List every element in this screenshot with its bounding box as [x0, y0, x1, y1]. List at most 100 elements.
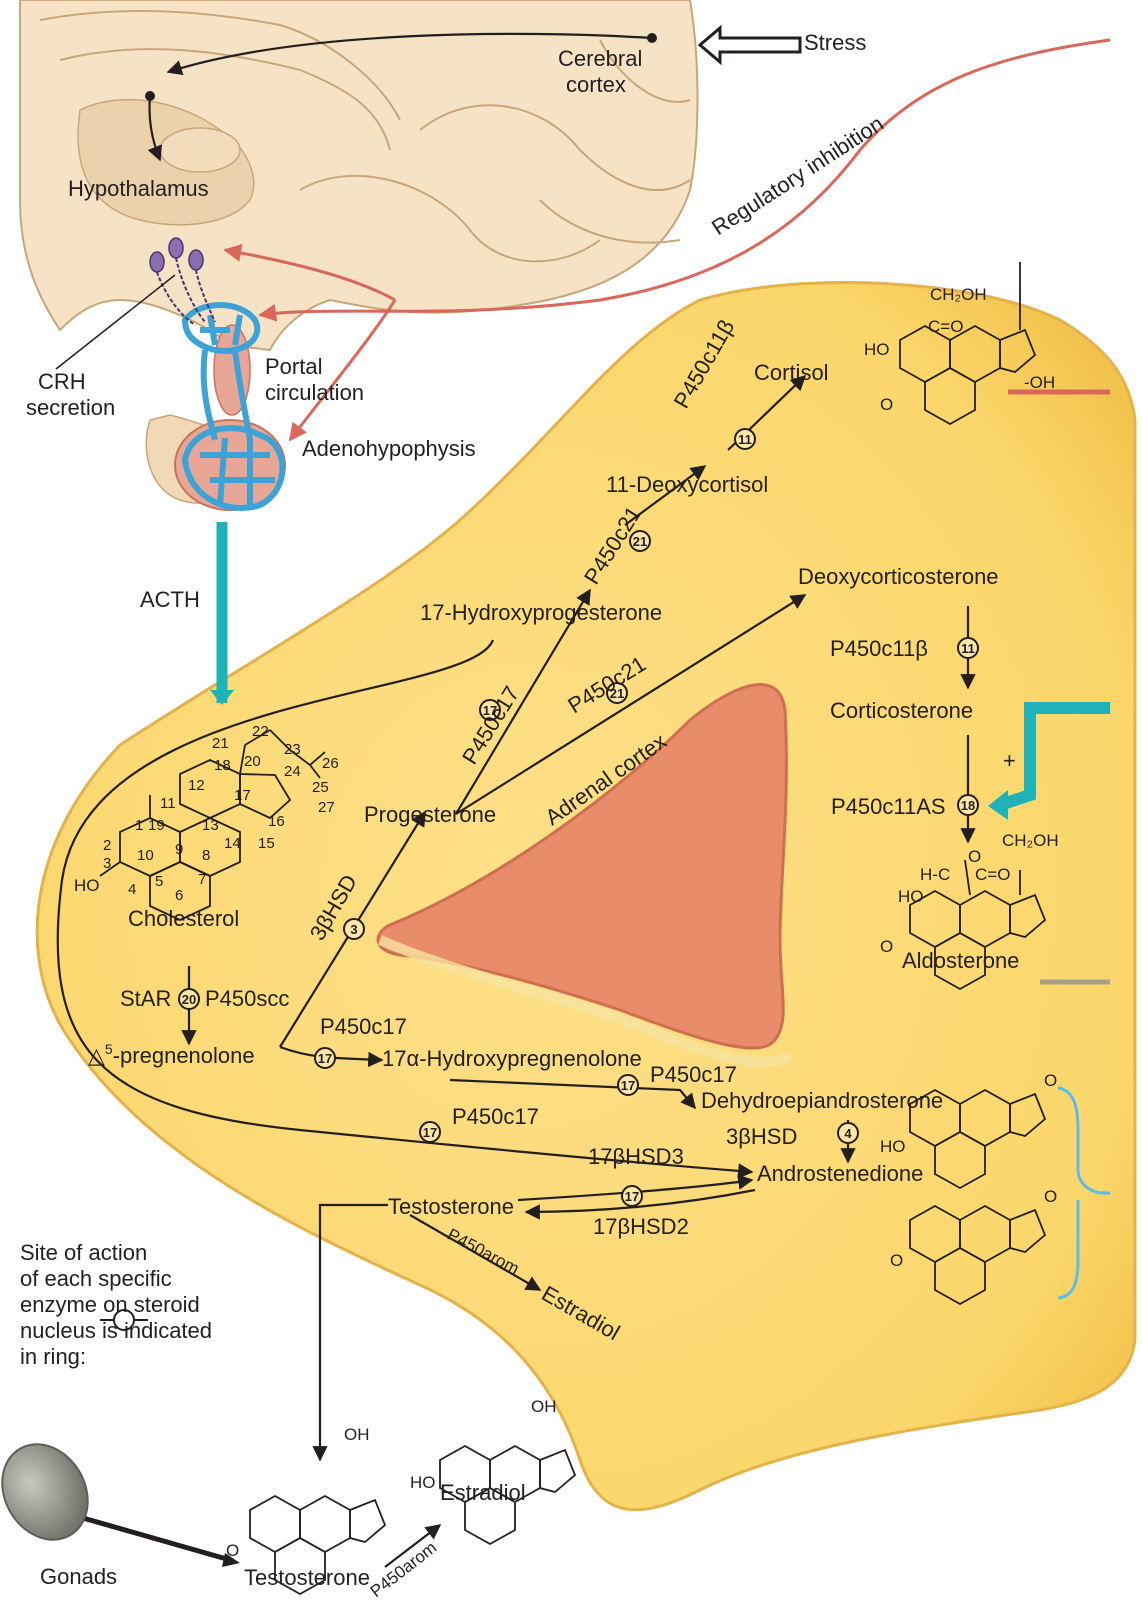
svg-text:17: 17 — [423, 1125, 437, 1140]
hypothalamus-label: Hypothalamus — [68, 176, 209, 201]
svg-text:O: O — [1044, 1071, 1057, 1090]
deoxycortisol-label: 11-Deoxycortisol — [606, 472, 768, 497]
ring-11-b: 11 — [958, 638, 978, 658]
svg-text:CH₂OH: CH₂OH — [930, 285, 987, 304]
regulatory-inhibition-label: Regulatory inhibition — [707, 111, 888, 241]
svg-text:CH₂OH: CH₂OH — [1002, 831, 1059, 850]
gonads-label: Gonads — [40, 1564, 117, 1589]
svg-text:C=O: C=O — [928, 317, 963, 336]
cortisol-label: Cortisol — [754, 360, 829, 385]
svg-text:16: 16 — [268, 813, 285, 830]
ring-20: 20 — [179, 989, 199, 1009]
svg-text:10: 10 — [137, 847, 154, 864]
svg-text:22: 22 — [252, 723, 269, 740]
legend-line-2: of each specific — [20, 1266, 172, 1291]
svg-text:17: 17 — [318, 1051, 332, 1066]
svg-text:2: 2 — [103, 837, 111, 854]
dhea-label: Dehydroepiandrosterone — [701, 1088, 943, 1113]
svg-text:4: 4 — [128, 881, 136, 898]
svg-text:12: 12 — [188, 777, 205, 794]
svg-text:24: 24 — [284, 763, 301, 780]
svg-text:20: 20 — [244, 753, 261, 770]
svg-text:7: 7 — [198, 871, 206, 888]
svg-text:25: 25 — [312, 779, 329, 796]
svg-text:C=O: C=O — [975, 865, 1010, 884]
svg-text:17: 17 — [625, 1189, 639, 1204]
androstenedione-label: Androstenedione — [757, 1161, 923, 1186]
svg-text:HO: HO — [74, 876, 100, 895]
svg-text:6: 6 — [175, 887, 183, 904]
svg-text:OH: OH — [531, 1397, 557, 1416]
svg-text:O: O — [226, 1541, 239, 1560]
ring-17-d: 17 — [420, 1122, 440, 1142]
p450c11as-label: P450c11AS — [831, 794, 946, 819]
svg-text:20: 20 — [182, 992, 196, 1007]
svg-text:18: 18 — [961, 798, 975, 813]
aldosterone-label: Aldosterone — [902, 948, 1019, 973]
p450c17-label-d: P450c17 — [452, 1104, 539, 1129]
legend-line-1: Site of action — [20, 1240, 147, 1265]
cerebral-cortex-label-2: cortex — [566, 72, 626, 97]
stress-label: Stress — [804, 30, 866, 55]
svg-text:3: 3 — [350, 922, 357, 937]
cerebral-cortex-label-1: Cerebral — [558, 46, 642, 71]
svg-text:21: 21 — [633, 534, 647, 549]
svg-text:27: 27 — [318, 799, 335, 816]
corticosterone-label: Corticosterone — [830, 698, 973, 723]
deoxycorticosterone-label: Deoxycorticosterone — [798, 564, 999, 589]
gonad-testosterone-label: Testosterone — [244, 1565, 370, 1590]
ring-17-e: 17 — [622, 1186, 642, 1206]
crh-label-1: CRH — [38, 369, 86, 394]
svg-text:O: O — [880, 937, 893, 956]
cholesterol-label: Cholesterol — [128, 906, 239, 931]
ring-3: 3 — [344, 919, 364, 939]
adenohypophysis-label: Adenohypophysis — [302, 436, 476, 461]
svg-text:O: O — [1044, 1187, 1057, 1206]
portal-label-2: circulation — [265, 380, 364, 405]
pregnenolone-label: △5-pregnenolone — [88, 1041, 255, 1068]
svg-text:H-C: H-C — [920, 865, 950, 884]
svg-text:4: 4 — [844, 1126, 852, 1141]
svg-text:9: 9 — [175, 841, 183, 858]
svg-text:21: 21 — [212, 735, 229, 752]
gonad-illustration — [0, 1429, 105, 1556]
crh-label-2: secretion — [26, 395, 115, 420]
svg-text:-OH: -OH — [1024, 373, 1055, 392]
ring-11-a: 11 — [735, 429, 755, 449]
legend-line-3: enzyme on steroid — [20, 1292, 200, 1317]
svg-text:18: 18 — [214, 757, 231, 774]
ring-4: 4 — [838, 1123, 858, 1143]
p450arom-label-b: P450arom — [367, 1538, 441, 1601]
p450c17-label-c: P450c17 — [650, 1062, 737, 1087]
svg-text:3: 3 — [103, 855, 111, 872]
svg-text:HO: HO — [864, 340, 890, 359]
p450scc-label: P450scc — [205, 986, 289, 1011]
portal-label-1: Portal — [265, 354, 322, 379]
svg-text:HO: HO — [880, 1137, 906, 1156]
svg-text:O: O — [880, 395, 893, 414]
legend-line-4: nucleus is indicated — [20, 1318, 212, 1343]
ring-17-c: 17 — [618, 1075, 638, 1095]
svg-text:17: 17 — [234, 787, 251, 804]
testosterone-label: Testosterone — [388, 1194, 514, 1219]
svg-text:11: 11 — [160, 795, 176, 812]
svg-text:8: 8 — [202, 847, 210, 864]
svg-text:11: 11 — [738, 432, 752, 447]
svg-text:26: 26 — [322, 755, 339, 772]
hydroxypregnenolone-label: 17α-Hydroxypregnenolone — [382, 1046, 642, 1071]
svg-text:15: 15 — [258, 835, 275, 852]
svg-text:HO: HO — [410, 1473, 436, 1492]
ring-18: 18 — [958, 795, 978, 815]
svg-text:13: 13 — [202, 817, 219, 834]
svg-text:17: 17 — [621, 1078, 635, 1093]
svg-text:14: 14 — [224, 835, 241, 852]
hsd3b-label-b: 3βHSD — [726, 1124, 797, 1149]
hsd17b2-label: 17βHSD2 — [593, 1214, 689, 1239]
svg-text:O: O — [968, 847, 981, 866]
hsd17b3-label: 17βHSD3 — [588, 1144, 684, 1169]
progesterone-label: Progesterone — [364, 802, 496, 827]
svg-text:O: O — [890, 1251, 903, 1270]
hydroxyprogesterone-label: 17-Hydroxyprogesterone — [420, 600, 662, 625]
p450c11b-label-b: P450c11β — [830, 636, 928, 661]
